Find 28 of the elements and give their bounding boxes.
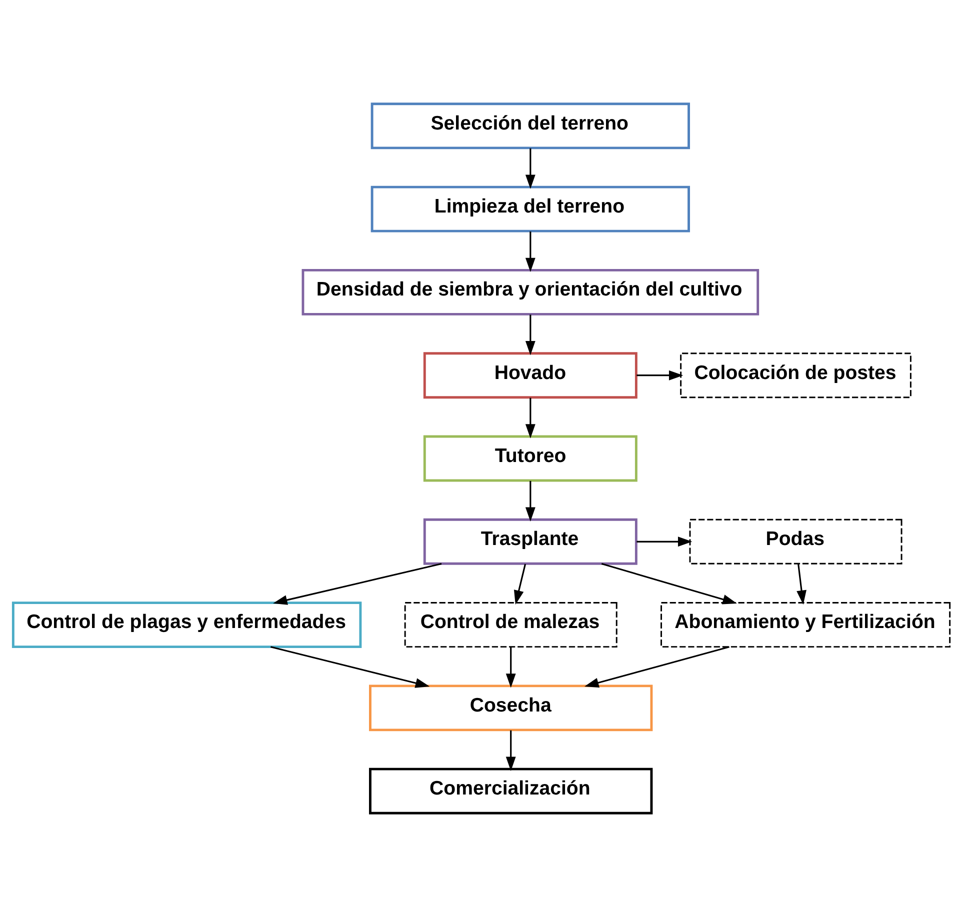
node-box: Trasplante — [423, 518, 638, 564]
node-box: Control de plagas y enfermedades — [12, 601, 362, 648]
node-box: Comercialización — [369, 767, 653, 814]
arrow — [636, 370, 684, 380]
arrow — [506, 646, 516, 688]
arrow — [601, 562, 737, 604]
node-box: Densidad de siembra y orientación del cultivo — [302, 268, 760, 315]
arrow — [525, 148, 536, 188]
arrow — [514, 563, 526, 604]
arrow — [506, 730, 516, 770]
node-box: Cosecha — [369, 684, 653, 731]
arrow — [636, 536, 692, 546]
node-box: Control de malezas — [404, 602, 618, 648]
node-box: Selección del terreno — [370, 102, 690, 149]
arrow — [525, 480, 536, 521]
arrow — [525, 314, 536, 355]
arrow — [525, 230, 536, 272]
arrow — [584, 646, 730, 688]
arrow — [525, 397, 536, 438]
node-box: Colocación de postes — [680, 352, 912, 398]
node-box: Tutoreo — [423, 434, 638, 482]
arrow — [273, 562, 442, 604]
node-box: Limpieza del terreno — [370, 185, 690, 232]
arrow — [270, 646, 430, 688]
node-box: Abonamiento y Fertilización — [660, 602, 951, 648]
node-box: Podas — [689, 518, 902, 564]
arrow — [796, 563, 806, 604]
node-box: Hovado — [423, 352, 638, 398]
